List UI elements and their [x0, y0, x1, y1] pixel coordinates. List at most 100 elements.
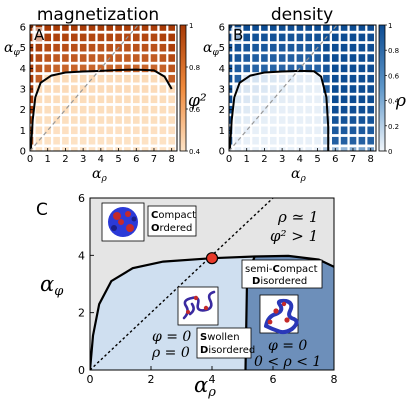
- heatmap-cell: [323, 64, 330, 73]
- heatmap-cell: [229, 33, 233, 42]
- panel-c-boundary-curve: [90, 254, 334, 370]
- heatmap-cell: [323, 147, 330, 151]
- heatmap-cell: [252, 105, 259, 114]
- panel-b-colorbar-ticks: 00.20.40.60.81: [385, 22, 400, 156]
- heatmap-cell: [278, 25, 286, 31]
- heatmap-cell: [287, 105, 295, 114]
- heatmap-cell: [261, 105, 268, 114]
- heatmap-cell: [358, 116, 366, 124]
- heatmap-cell: [296, 85, 304, 93]
- heatmap-cell: [270, 43, 277, 52]
- heatmap-cell: [332, 136, 339, 145]
- svg-text:Disordered: Disordered: [200, 345, 255, 356]
- heatmap-cell: [141, 95, 149, 104]
- panel-a-xlabel: αρ: [92, 166, 107, 184]
- heatmap-cell: [141, 64, 149, 73]
- heatmap-cell: [97, 105, 105, 114]
- heatmap-cell: [79, 33, 87, 42]
- y-tick-label: 2: [78, 307, 85, 320]
- heatmap-cell: [358, 33, 366, 42]
- swollen-equation-phi: φ = 0: [152, 329, 191, 345]
- heatmap-cell: [234, 136, 242, 145]
- y-tick-label: 3: [219, 85, 225, 96]
- heatmap-cell: [270, 74, 277, 83]
- heatmap-cell: [252, 43, 259, 52]
- colorbar-tick-label: 0.6: [388, 72, 400, 80]
- heatmap-cell: [97, 25, 105, 31]
- heatmap-cell: [270, 25, 277, 31]
- x-tick-label: 4: [209, 373, 216, 386]
- heatmap-cell: [305, 25, 312, 31]
- heatmap-cell: [150, 74, 158, 83]
- heatmap-cell: [332, 33, 339, 42]
- heatmap-cell: [115, 64, 122, 73]
- heatmap-cell: [305, 147, 312, 151]
- heatmap-cell: [71, 64, 78, 73]
- heatmap-cell: [150, 105, 158, 114]
- heatmap-cell: [150, 43, 158, 52]
- heatmap-cell: [35, 74, 43, 83]
- heatmap-cell: [106, 64, 113, 73]
- heatmap-cell: [62, 136, 69, 145]
- heatmap-cell: [106, 74, 113, 83]
- heatmap-cell: [150, 64, 158, 73]
- heatmap-cell: [261, 85, 268, 93]
- panel-a-heatmap: [30, 25, 175, 151]
- y-tick-label: 2: [219, 105, 225, 116]
- heatmap-cell: [133, 95, 140, 104]
- heatmap-cell: [62, 105, 69, 114]
- x-tick-label: 1: [45, 154, 51, 165]
- heatmap-cell: [287, 74, 295, 83]
- heatmap-cell: [367, 25, 374, 31]
- semicompact-equation-rho: 0 < ρ < 1: [254, 354, 321, 370]
- heatmap-cell: [243, 54, 250, 62]
- heatmap-cell: [278, 85, 286, 93]
- heatmap-cell: [358, 25, 366, 31]
- heatmap-cell: [168, 126, 175, 135]
- heatmap-cell: [270, 95, 277, 104]
- heatmap-cell: [97, 116, 105, 124]
- colorbar-tick-label: 0: [388, 148, 392, 156]
- heatmap-cell: [141, 116, 149, 124]
- heatmap-cell: [35, 43, 43, 52]
- heatmap-cell: [332, 54, 339, 62]
- heatmap-cell: [53, 116, 60, 124]
- x-tick-label: 8: [168, 154, 174, 165]
- heatmap-cell: [141, 105, 149, 114]
- heatmap-cell: [150, 54, 158, 62]
- heatmap-cell: [234, 105, 242, 114]
- heatmap-cell: [88, 25, 96, 31]
- heatmap-cell: [35, 136, 43, 145]
- heatmap-cell: [141, 43, 149, 52]
- heatmap-cell: [305, 95, 312, 104]
- heatmap-cell: [287, 136, 295, 145]
- heatmap-cell: [278, 105, 286, 114]
- heatmap-cell: [305, 33, 312, 42]
- panel-b-ylabel: αφ: [203, 40, 219, 58]
- heatmap-cell: [332, 116, 339, 124]
- heatmap-cell: [296, 105, 304, 114]
- heatmap-cell: [44, 43, 51, 52]
- heatmap-cell: [62, 25, 69, 31]
- heatmap-cell: [305, 74, 312, 83]
- heatmap-cell: [79, 43, 87, 52]
- ordered-equation-rho: ρ ≃ 1: [277, 208, 318, 226]
- y-tick-label: 6: [219, 23, 225, 34]
- y-tick-label: 6: [20, 23, 26, 34]
- heatmap-cell: [35, 54, 43, 62]
- heatmap-cell: [314, 25, 321, 31]
- heatmap-cell: [79, 54, 87, 62]
- heatmap-cell: [115, 116, 122, 124]
- heatmap-cell: [314, 85, 321, 93]
- ordered-equation-phi: φ² > 1: [270, 227, 318, 245]
- x-tick-label: 4: [297, 154, 303, 165]
- x-tick-label: 4: [98, 154, 104, 165]
- heatmap-cell: [71, 126, 78, 135]
- heatmap-cell: [349, 95, 357, 104]
- x-tick-label: 8: [331, 373, 338, 386]
- heatmap-cell: [168, 54, 175, 62]
- heatmap-cell: [106, 116, 113, 124]
